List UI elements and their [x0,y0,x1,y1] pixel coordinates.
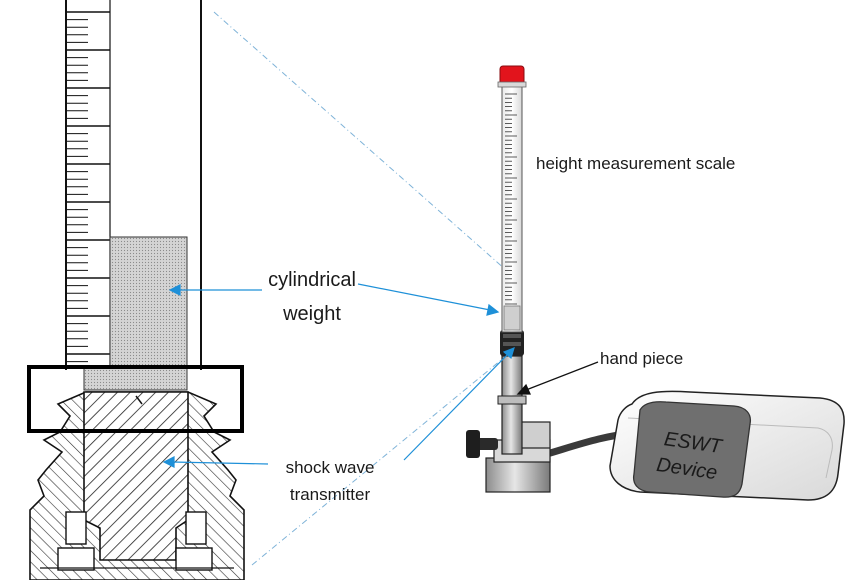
stand-base [485,457,551,493]
zoom-lines [213,11,507,566]
hand-piece [501,355,523,455]
label-hand-piece: hand piece [600,349,683,368]
device-assembly: ESWT Device [466,65,845,501]
label-cylindrical-weight-line2: weight [282,303,341,325]
tube-scale-ticks [505,93,517,305]
hand-piece-leader [516,361,599,395]
shock-wave-transmitter [83,391,189,561]
label-shock-wave-line2: transmitter [290,485,371,504]
device-screen [632,401,752,498]
eswt-device: ESWT Device [609,390,845,501]
cylindrical-weight [109,236,188,391]
label-shock-wave-line1: shock wave [286,458,375,477]
leader-lines [162,283,515,468]
label-cylindrical-weight-line1: cylindrical [268,269,356,291]
detail-highlight-box [27,365,244,433]
cross-section-view [27,0,245,580]
ruler-scale [66,11,110,363]
label-height-measurement-scale: height measurement scale [536,154,735,173]
clamp-knob [466,430,480,458]
